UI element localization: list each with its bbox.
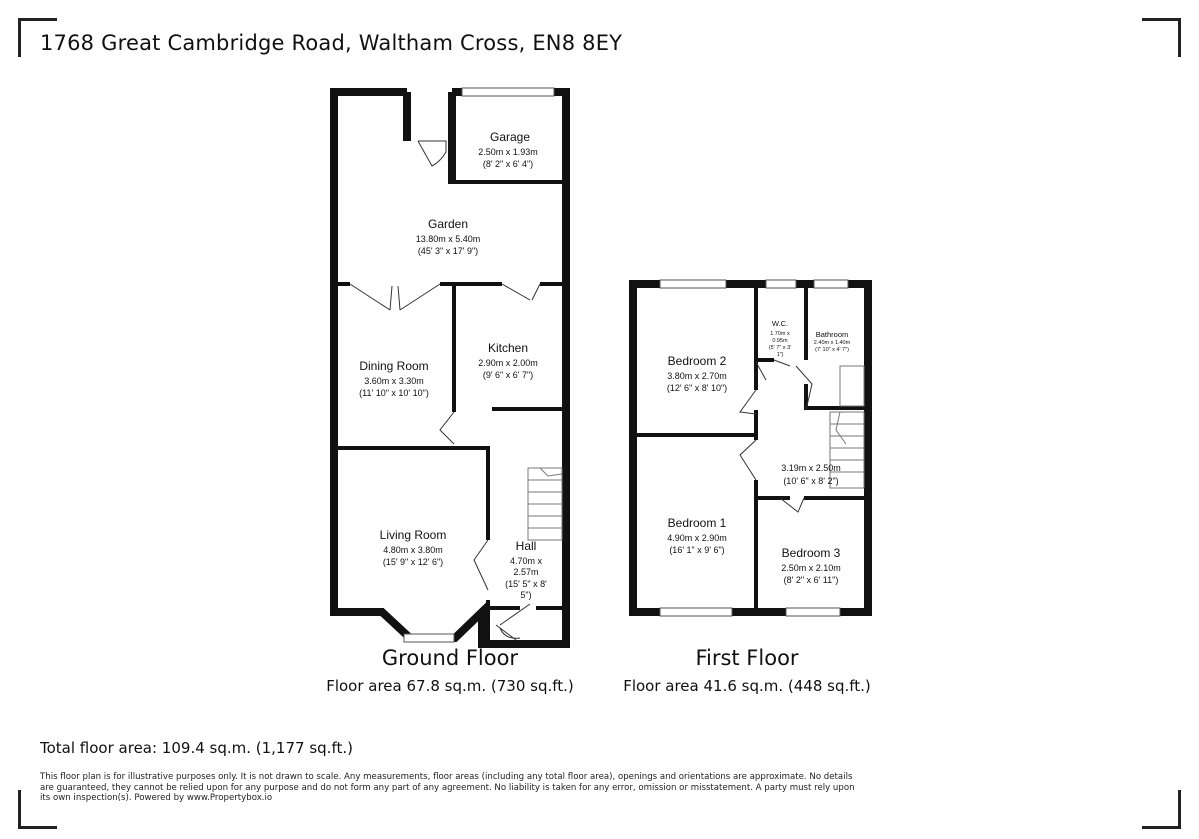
living-name: Living Room [380,528,447,542]
ground-floor-plan: Garage 2.50m x 1.93m (8' 2" x 6' 4") Gar… [330,87,570,648]
first-floor-plan: Bedroom 2 3.80m x 2.70m (12' 6" x 8' 10"… [629,279,872,617]
kitchen-metric: 2.90m x 2.00m [478,358,538,368]
living-metric: 4.80m x 3.80m [383,545,443,555]
first-stairs [829,365,865,489]
frame-corner-top-right [1142,18,1181,57]
bedroom1-metric: 4.90m x 2.90m [667,533,727,543]
hall-imperial-1: (15' 5" x 8' [505,579,547,589]
bedroom1-name: Bedroom 1 [668,516,727,530]
frame-corner-bottom-right [1142,790,1181,829]
wc-imperial-2: 1") [777,352,784,358]
landing-imperial: (10' 6" x 8' 2") [783,476,838,486]
first-floor-title: First Floor [695,646,799,670]
kitchen-name: Kitchen [488,341,528,355]
wc-name: W.C. [772,319,788,328]
bedroom3-name: Bedroom 3 [782,546,841,560]
dining-metric: 3.60m x 3.30m [364,376,424,386]
bathroom-metric: 2.40m x 1.40m [814,340,851,346]
bedroom3-imperial: (8' 2" x 6' 11") [784,575,839,585]
total-floor-area: Total floor area: 109.4 sq.m. (1,177 sq.… [40,739,353,757]
wc-metric-1: 1.70m x [770,331,790,337]
bedroom2-door [739,389,757,415]
disclaimer-text: This floor plan is for illustrative purp… [40,772,855,803]
hall-name: Hall [516,539,537,553]
frame-corner-top-left [18,18,57,57]
garden-imperial: (45' 3" x 17' 9") [418,246,478,256]
garden-metric: 13.80m x 5.40m [416,234,481,244]
front-door [499,627,521,639]
bathroom-door [795,365,813,411]
bedroom2-window [659,279,727,289]
bedroom1-door [739,439,757,481]
wc-imperial-1: (5' 7" x 3' [769,345,791,351]
living-hall-door [473,539,489,591]
dining-name: Dining Room [359,359,428,373]
dining-hall-door [439,411,455,445]
dining-french-doors [349,283,441,311]
ground-outer-wall [330,88,570,648]
living-bay-window [403,633,455,643]
garage-door-swing [417,140,447,167]
frame-corner-bottom-left [18,790,57,829]
bedroom2-metric: 3.80m x 2.70m [667,371,727,381]
bedroom2-name: Bedroom 2 [668,354,727,368]
hall-metric-1: 4.70m x [510,556,543,566]
bedroom2-imperial: (12' 6" x 8' 10") [667,383,727,393]
bedroom1-window [659,607,733,617]
bedroom3-metric: 2.50m x 2.10m [781,563,841,573]
bathroom-window [813,279,849,289]
hall-imperial-2: 5") [520,590,531,600]
hall-porch-door [495,603,531,641]
first-outer-wall [629,280,872,616]
wc-window [765,279,797,289]
garage-window [461,87,555,97]
dining-imperial: (11' 10" x 10' 10") [359,388,429,398]
garage-imperial: (8' 2" x 6' 4") [483,159,533,169]
bathroom-imperial: (7' 10" x 4' 7") [815,347,849,353]
bedroom3-door [779,497,805,513]
bedroom3-window [785,607,841,617]
first-floor-area: Floor area 41.6 sq.m. (448 sq.ft.) [623,677,871,695]
landing-metric: 3.19m x 2.50m [781,463,841,473]
bathroom-name: Bathroom [816,330,849,339]
garden-name: Garden [428,217,468,231]
wc-metric-2: 0.95m [772,338,788,344]
living-imperial: (15' 9" x 12' 6") [383,557,443,567]
ground-floor-area: Floor area 67.8 sq.m. (730 sq.ft.) [326,677,574,695]
ground-stairs [527,467,563,541]
wc-door [755,359,791,381]
garage-name: Garage [490,130,530,144]
property-address: 1768 Great Cambridge Road, Waltham Cross… [40,31,623,55]
kitchen-garden-door [501,283,541,301]
kitchen-imperial: (9' 6" x 6' 7") [483,370,533,380]
garage-metric: 2.50m x 1.93m [478,147,538,157]
hall-metric-2: 2.57m [513,567,538,577]
bedroom1-imperial: (16' 1" x 9' 6") [669,545,724,555]
ground-floor-title: Ground Floor [381,646,519,670]
